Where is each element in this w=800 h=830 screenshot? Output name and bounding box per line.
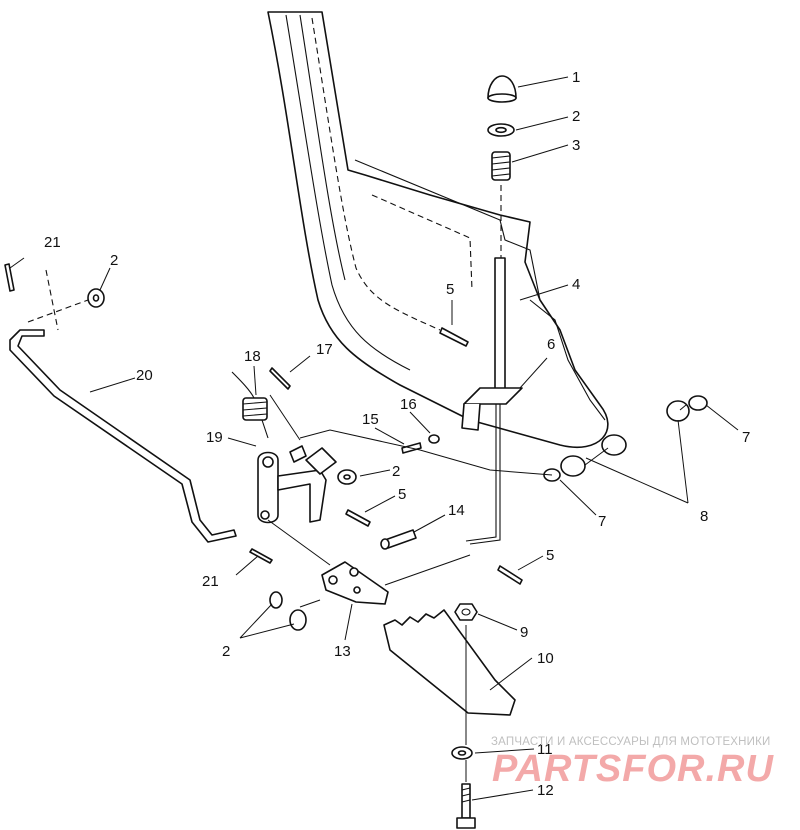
part-12-bolt <box>456 783 476 829</box>
part-11-washer <box>451 746 473 760</box>
callout-7-lower: 7 <box>598 513 606 530</box>
callout-1: 1 <box>572 69 580 86</box>
part-5-bolt-upper <box>439 327 469 347</box>
callout-5-lower: 5 <box>546 547 554 564</box>
callout-9: 9 <box>520 624 528 641</box>
part-17-18-pin-spring <box>231 367 291 439</box>
part-7-8-bushings <box>543 395 708 482</box>
callout-17: 17 <box>316 341 333 358</box>
callout-21-top: 21 <box>44 234 61 251</box>
callout-leaders <box>9 76 739 801</box>
callout-11: 11 <box>537 741 553 758</box>
callout-2-mid: 2 <box>392 463 400 480</box>
callout-15: 15 <box>362 411 379 428</box>
part-13-pedal-arm <box>321 561 389 605</box>
body-panel <box>267 11 609 448</box>
callout-16: 16 <box>400 396 417 413</box>
part-3-spring <box>491 151 511 181</box>
callout-3: 3 <box>572 137 580 154</box>
callout-12: 12 <box>537 782 554 799</box>
callout-13: 13 <box>334 643 351 660</box>
part-2-washers <box>87 288 357 631</box>
part-2-washer-top <box>487 123 515 137</box>
callout-21-bottom: 21 <box>202 573 219 590</box>
callout-2-top: 2 <box>572 108 580 125</box>
watermark-logo: PARTSFOR.RU <box>492 748 774 790</box>
part-19-bell-crank <box>257 445 337 524</box>
watermark-tagline: ЗАПЧАСТИ И АКСЕССУАРЫ ДЛЯ МОТОТЕХНИКИ <box>491 736 771 748</box>
callout-labels: 1 2 3 2 21 5 4 18 17 6 20 16 15 19 2 5 7… <box>44 69 750 799</box>
callout-18: 18 <box>244 348 261 365</box>
part-21-cotter-pins <box>4 263 273 564</box>
callout-6: 6 <box>547 336 555 353</box>
part-14-pin <box>380 529 417 550</box>
callout-14: 14 <box>448 502 465 519</box>
callout-2-left: 2 <box>110 252 118 269</box>
callout-20: 20 <box>136 367 153 384</box>
part-20-linkage-rod <box>9 329 237 543</box>
part-9-nut <box>454 603 478 621</box>
callout-2-bottom: 2 <box>222 643 230 660</box>
assembly-lines <box>27 269 687 782</box>
part-1-cap <box>487 75 517 103</box>
callout-19: 19 <box>206 429 223 446</box>
callout-5-mid: 5 <box>398 486 406 503</box>
part-5-bolts <box>345 509 523 585</box>
callout-10: 10 <box>537 650 554 667</box>
part-10-pedal-plate <box>383 609 516 716</box>
callout-7-right: 7 <box>742 429 750 446</box>
callout-5-upper: 5 <box>446 281 454 298</box>
callout-8: 8 <box>700 508 708 525</box>
part-6-bracket <box>461 387 523 545</box>
callout-4: 4 <box>572 276 580 293</box>
